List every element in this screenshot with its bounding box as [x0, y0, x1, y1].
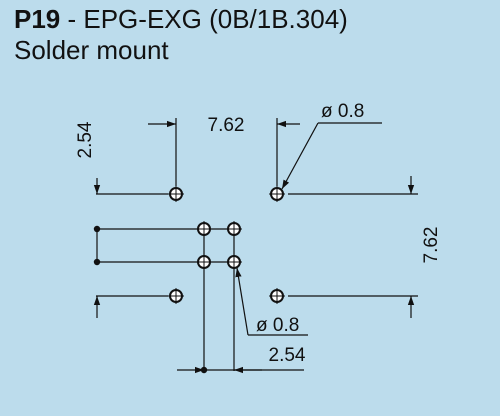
product-code: P19 — [14, 4, 61, 34]
diameter-bottom-leader — [235, 267, 249, 336]
top-width-label: 7.62 — [208, 115, 245, 136]
diameter-top-leader — [281, 122, 319, 190]
title-separator: - — [60, 4, 84, 34]
diameter-top-label: ø 0.8 — [321, 101, 364, 122]
title-block: P19 - EPG-EXG (0B/1B.304) Solder mount — [14, 4, 348, 66]
title: P19 - EPG-EXG (0B/1B.304) — [14, 4, 348, 35]
hole-mid-upper-right — [226, 221, 242, 237]
holes — [168, 186, 285, 304]
hole-mid-lower-right — [226, 254, 242, 270]
product-name: EPG-EXG (0B/1B.304) — [83, 4, 348, 34]
bottom-width-label: 2.54 — [269, 345, 306, 366]
subtitle: Solder mount — [14, 35, 169, 65]
diameter-bottom-label: ø 0.8 — [256, 315, 299, 336]
hole-top-right — [269, 186, 285, 202]
hole-bottom-right — [269, 288, 285, 304]
right-height-label: 7.62 — [421, 227, 442, 264]
dimension-dots — [93, 225, 208, 374]
hole-bottom-left — [168, 288, 184, 304]
left-height-label: 2.54 — [75, 121, 96, 158]
hole-mid-upper-left — [196, 221, 212, 237]
dimension-lines — [93, 120, 415, 374]
extension-lines — [96, 118, 418, 371]
hole-top-left — [168, 186, 184, 202]
hole-mid-lower-left — [196, 254, 212, 270]
